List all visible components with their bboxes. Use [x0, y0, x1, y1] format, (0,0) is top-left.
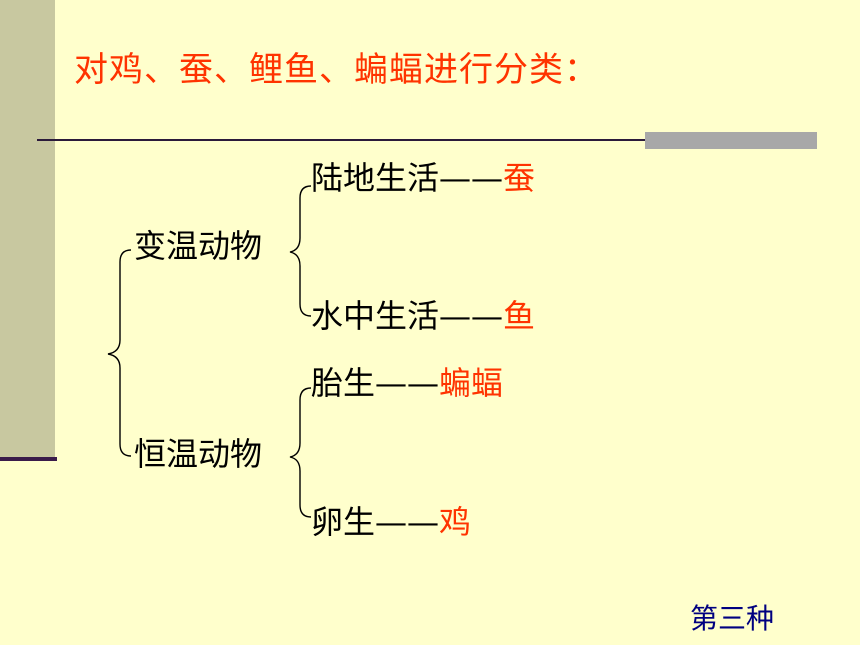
slide-title: 对鸡、蚕、鲤鱼、蝙蝠进行分类：	[74, 50, 599, 90]
title-divider-accent	[645, 132, 817, 149]
oviparous-label: 卵生	[311, 503, 376, 541]
viviparous-label: 胎生	[311, 364, 376, 402]
oviparous-row: 卵生——鸡	[311, 506, 471, 538]
root-brace	[107, 249, 132, 457]
land-living-dash: ——	[439, 159, 504, 197]
land-living-row: 陆地生活——蚕	[311, 162, 535, 194]
land-living-animal: 蚕	[503, 159, 536, 197]
viviparous-dash: ——	[375, 364, 440, 402]
oviparous-animal: 鸡	[439, 503, 472, 541]
title-divider	[37, 139, 647, 141]
land-living-label: 陆地生活	[311, 159, 440, 197]
warm-blooded-label: 恒温动物	[134, 435, 263, 473]
water-living-dash: ——	[439, 297, 504, 335]
cold-blooded-brace	[289, 185, 312, 317]
oviparous-dash: ——	[375, 503, 440, 541]
water-living-label: 水中生活	[311, 297, 440, 335]
warm-blooded-brace	[289, 387, 312, 518]
water-living-animal: 鱼	[503, 297, 536, 335]
viviparous-row: 胎生——蝙蝠	[311, 367, 503, 399]
page-label: 第三种	[690, 602, 775, 635]
sidebar-bottom-accent	[0, 457, 57, 461]
viviparous-animal: 蝙蝠	[439, 364, 504, 402]
left-sidebar-bar	[0, 0, 55, 457]
cold-blooded-label: 变温动物	[134, 227, 263, 265]
water-living-row: 水中生活——鱼	[311, 300, 535, 332]
